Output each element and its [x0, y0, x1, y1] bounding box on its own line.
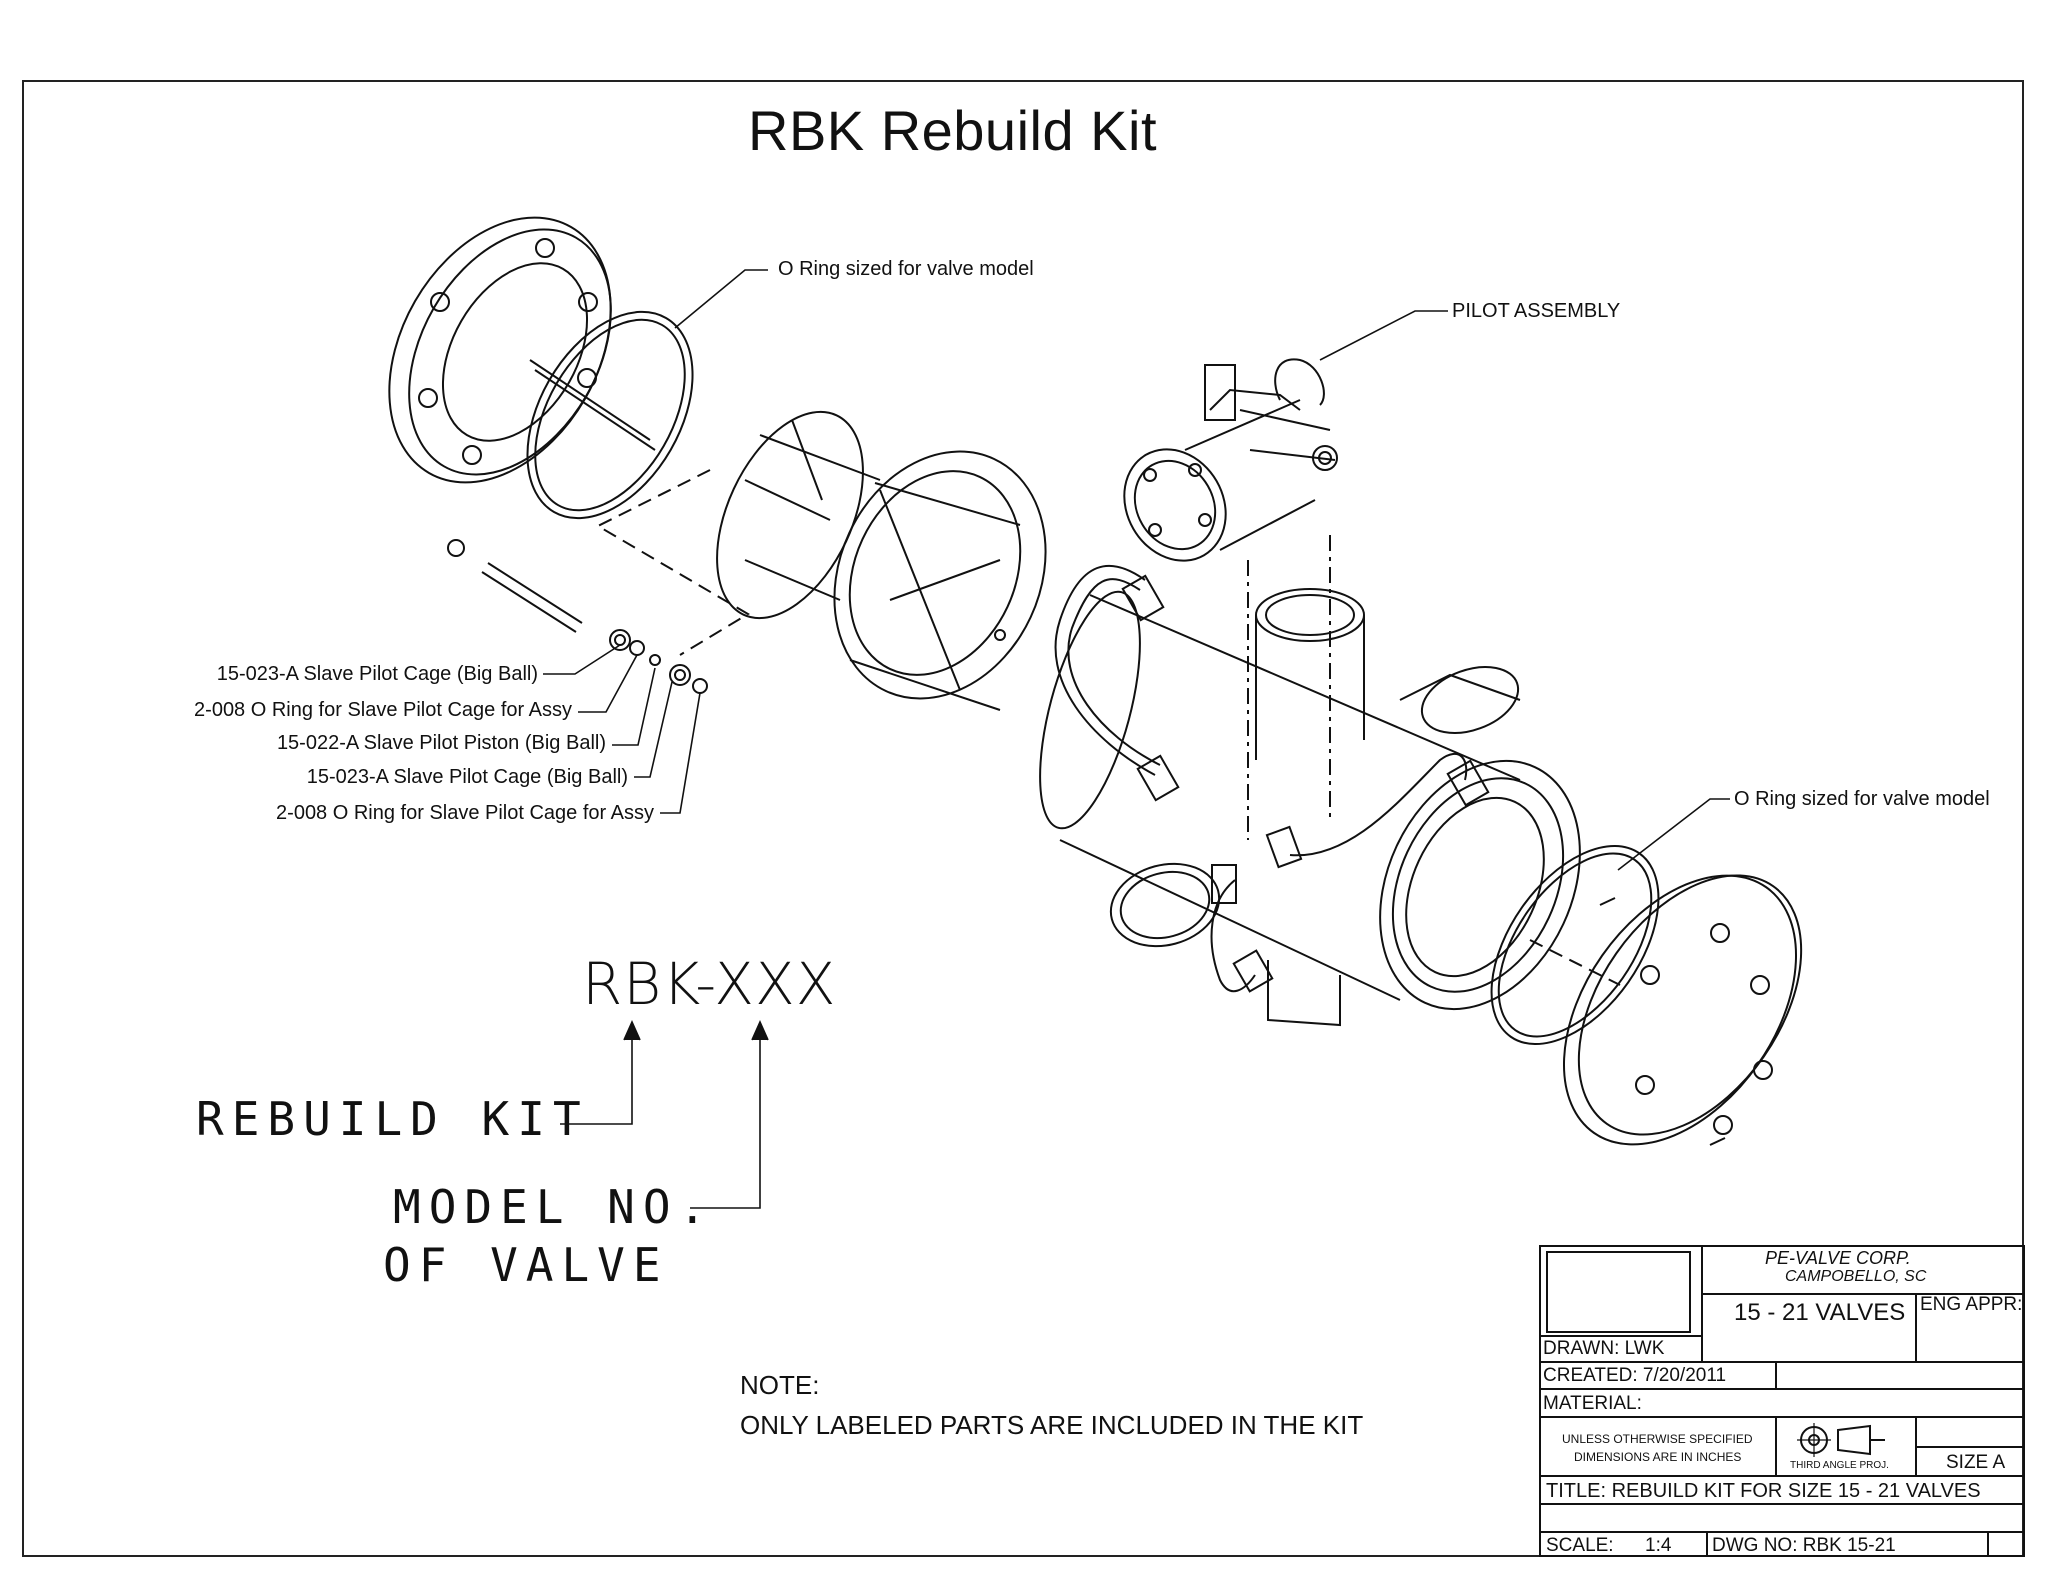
company-location: CAMPOBELLO, SC [1785, 1268, 1927, 1285]
model-code: RBK-XXX [582, 950, 837, 1018]
material: MATERIAL: [1543, 1393, 1642, 1414]
center-rod [529, 359, 656, 451]
callout-part-1: 15-023-A Slave Pilot Cage (Big Ball) [216, 663, 538, 685]
sheet-size: SIZE A [1946, 1452, 2006, 1473]
title-block-lines [1539, 1245, 2025, 1557]
note-heading: NOTE: [740, 1370, 820, 1400]
company-name: PE-VALVE CORP. [1765, 1248, 1911, 1268]
tubing [1054, 564, 1490, 993]
callout-o-ring-right: O Ring sized for valve model [1734, 788, 1990, 810]
callout-o-ring-top: O Ring sized for valve model [778, 258, 1034, 280]
product-name: 15 - 21 VALVES [1734, 1299, 1906, 1326]
of-valve-label: OF VALVE [383, 1238, 669, 1292]
left-end-cap [388, 216, 612, 484]
eng-appr: ENG APPR: [1920, 1294, 2023, 1315]
tolerance-note-2: DIMENSIONS ARE IN INCHES [1574, 1450, 1742, 1464]
callout-part-3: 15-022-A Slave Pilot Piston (Big Ball) [276, 732, 606, 754]
o-ring-right-inner [1497, 852, 1653, 1038]
callout-part-4: 15-023-A Slave Pilot Cage (Big Ball) [306, 766, 628, 788]
pilot-assembly [1123, 358, 1338, 562]
dwg-no: DWG NO: RBK 15-21 [1712, 1535, 1896, 1556]
o-ring-right [1490, 844, 1660, 1046]
projection-label: THIRD ANGLE PROJ. [1790, 1460, 1889, 1471]
callout-part-5: 2-008 O Ring for Slave Pilot Cage for As… [276, 802, 654, 824]
scale-label: SCALE: [1546, 1535, 1614, 1556]
note-text: ONLY LABELED PARTS ARE INCLUDED IN THE K… [740, 1410, 1364, 1440]
callout-pilot-assembly: PILOT ASSEMBLY [1452, 300, 1621, 322]
tolerance-note-1: UNLESS OTHERWISE SPECIFIED [1562, 1432, 1753, 1446]
callout-part-2: 2-008 O Ring for Slave Pilot Cage for As… [194, 699, 572, 721]
scale-value: 1:4 [1645, 1535, 1672, 1556]
right-end-cap [1562, 874, 1803, 1146]
drawing-title: RBK Rebuild Kit [748, 99, 1158, 162]
valve-body [1039, 535, 1621, 1027]
center-axis-left [595, 469, 750, 656]
rebuild-kit-label: REBUILD KIT [196, 1092, 589, 1146]
created-date: CREATED: 7/20/2011 [1543, 1365, 1727, 1386]
piston-assembly [716, 410, 1047, 711]
leader-lines [543, 269, 1730, 1209]
drawing-sheet-border [22, 80, 2024, 1557]
drawn-by: DRAWN: LWK [1543, 1338, 1665, 1359]
drawing-title-block-title: TITLE: REBUILD KIT FOR SIZE 15 - 21 VALV… [1546, 1480, 1981, 1502]
model-no-label: MODEL NO. [393, 1180, 715, 1234]
